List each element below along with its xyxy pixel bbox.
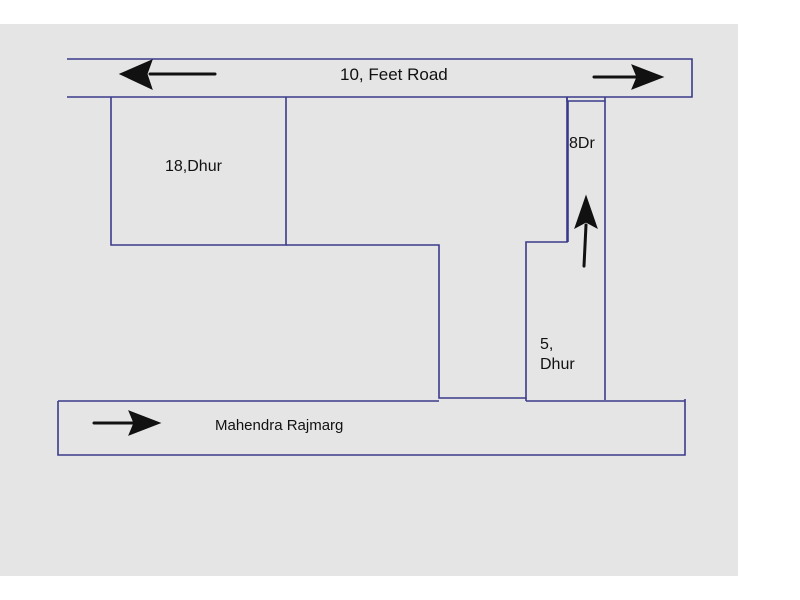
path-8-label: 8Dr	[569, 135, 595, 152]
plot-5-label-line2: Dhur	[540, 356, 575, 373]
plot-5-label-line1: 5,	[540, 336, 553, 353]
plan-lines	[57, 58, 693, 456]
arrow-left-icon	[118, 59, 217, 90]
path-8-outline	[566, 97, 606, 102]
paper-background	[0, 24, 738, 576]
plot-18-outline	[110, 97, 287, 246]
arrows	[92, 59, 665, 436]
arrow-up-icon	[574, 194, 598, 268]
arrow-right-icon	[92, 410, 162, 436]
plot-18-label: 18,Dhur	[165, 158, 223, 175]
top-road-outline	[67, 58, 693, 98]
top-road-label: 10, Feet Road	[340, 65, 448, 84]
arrow-right-icon	[592, 64, 665, 90]
bottom-road-label: Mahendra Rajmarg	[215, 417, 343, 434]
bottom-road-outline	[57, 399, 686, 456]
